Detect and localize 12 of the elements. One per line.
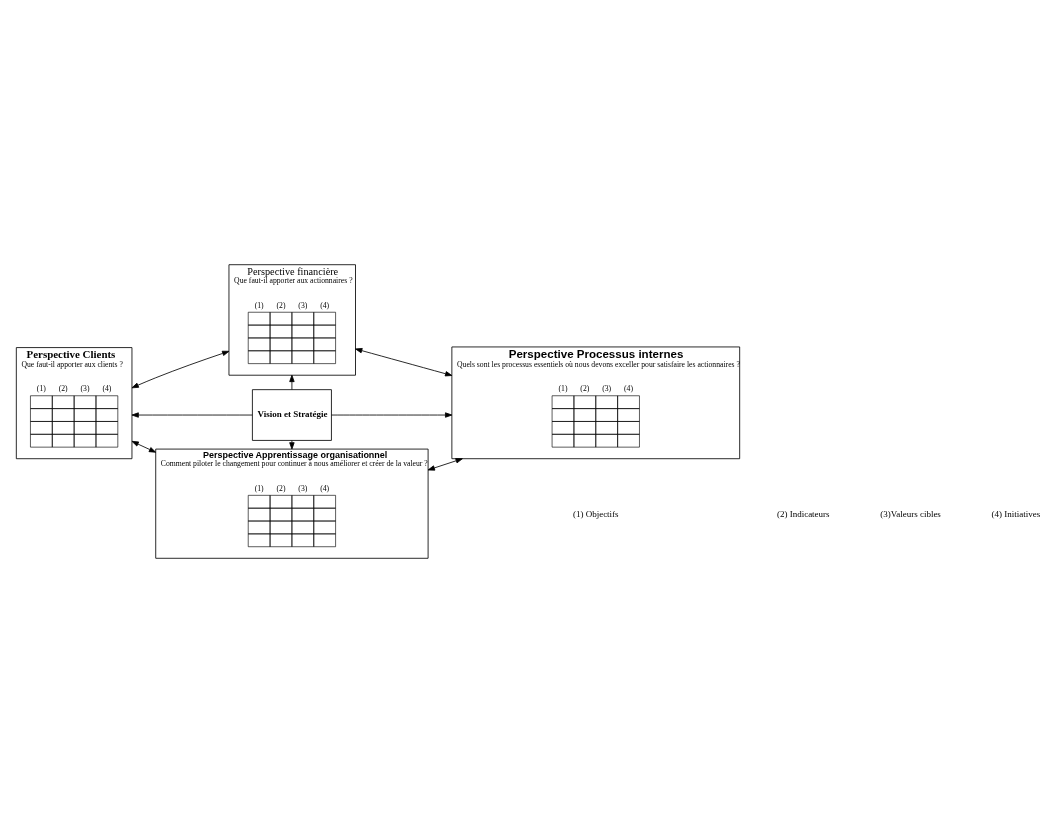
arrow: [131, 350, 230, 389]
label: (4) Initiatives: [991, 508, 1041, 519]
arrow: [289, 440, 295, 450]
arrow: [355, 348, 453, 377]
arrow: [427, 458, 463, 471]
label: (1) Objectifs: [572, 508, 619, 519]
arrow: [331, 412, 453, 418]
label: (2) Indicateurs: [776, 508, 830, 519]
arrow: [289, 374, 295, 390]
arrow: [131, 440, 157, 453]
arrow: [131, 412, 253, 418]
label: (3)Valeurs cibles: [880, 508, 941, 519]
